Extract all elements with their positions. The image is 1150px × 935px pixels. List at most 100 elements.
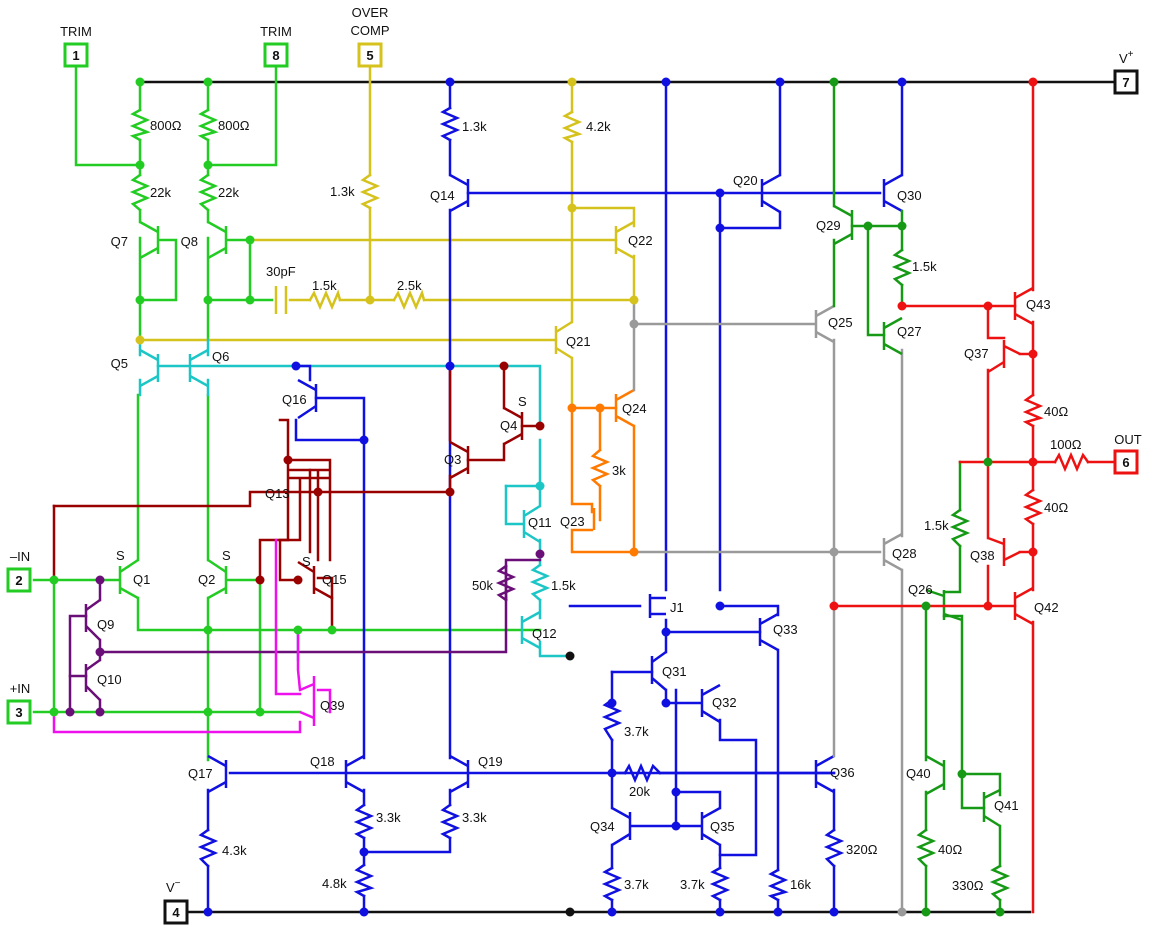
pin-vminus-4[interactable]: V− 4: [163, 878, 189, 925]
label-q13: Q13: [265, 486, 290, 501]
label-r21: 4.2k: [586, 119, 611, 134]
label-q16: Q16: [282, 392, 307, 407]
label-q41: Q41: [994, 798, 1019, 813]
label-r-q24: 3k: [612, 463, 626, 478]
label-q34: Q34: [590, 819, 615, 834]
transistor-q2: [207, 558, 228, 600]
pin-minus-in-2[interactable]: –IN 2: [6, 549, 32, 593]
transistor-q12: [520, 610, 541, 650]
tag-q1: S: [116, 548, 125, 563]
pin-out-6[interactable]: OUT 6: [1113, 432, 1142, 475]
transistor-q27: [882, 316, 903, 356]
transistor-q33: [758, 612, 779, 652]
resistor-16k: [767, 868, 789, 902]
net-input-trim: [32, 66, 542, 762]
label-r-comp1: 1.5k: [312, 278, 337, 293]
label-q9: Q9: [97, 617, 114, 632]
transistor-q3: [449, 440, 470, 480]
pin-trim-8-number: 8: [272, 48, 279, 63]
transistor-q10: [84, 658, 101, 701]
label-r8b: 22k: [218, 185, 239, 200]
label-q42: Q42: [1034, 600, 1059, 615]
resistor-4p3k: [197, 828, 219, 868]
transistor-q38: [987, 536, 1021, 566]
transistor-q35: [700, 806, 721, 847]
pin-trim-1-label: TRIM: [60, 24, 92, 39]
label-q38: Q38: [970, 548, 995, 563]
label-q40: Q40: [906, 766, 931, 781]
pin-plus-in-label: +IN: [10, 681, 31, 696]
label-q30: Q30: [897, 188, 922, 203]
resistor-1p5k-q30: [891, 248, 913, 287]
junction-dots: [49, 77, 1038, 917]
transistor-q32: [700, 683, 721, 724]
resistor-1p5k-q38: [949, 508, 971, 548]
transistor-q42: [1013, 586, 1034, 626]
label-r42: 40Ω: [1044, 500, 1068, 515]
label-q12: Q12: [532, 626, 557, 641]
transistor-q30: [882, 173, 903, 213]
pin-vminus-label: V−: [166, 878, 181, 895]
pin-vplus-7[interactable]: V+ 7: [1113, 49, 1139, 95]
transistor-q21: [554, 320, 573, 360]
tag-q15: S: [302, 554, 311, 569]
pin-vplus-label: V+: [1119, 49, 1134, 66]
transistor-q20: [760, 173, 781, 214]
jfet-j1: [648, 594, 666, 618]
label-q3: Q3: [444, 452, 461, 467]
transistor-q40: [925, 754, 946, 796]
label-q10: Q10: [97, 672, 122, 687]
pin-vminus-number: 4: [172, 905, 180, 920]
label-q32: Q32: [712, 695, 737, 710]
pin-vplus-label-text: V: [1119, 51, 1128, 66]
pin-minus-in-number: 2: [15, 573, 22, 588]
transistor-q43: [1013, 286, 1034, 326]
resistor-40-q42: [1022, 488, 1044, 526]
pin-vminus-label-text: V: [166, 880, 175, 895]
pin-plus-in-3[interactable]: +IN 3: [6, 681, 32, 725]
transistor-q9: [84, 598, 101, 641]
resistor-3p7k-q34: [601, 866, 623, 902]
pin-overcomp-label1: OVER: [352, 5, 389, 20]
label-q14: Q14: [430, 188, 455, 203]
net-darkgreen: [832, 80, 1002, 914]
capacitor-30pf: [274, 286, 288, 314]
transistor-q1: [118, 558, 139, 600]
net-purple: [68, 558, 542, 714]
pin-trim-8-label: TRIM: [260, 24, 292, 39]
transistor-q7: [139, 220, 160, 260]
transistor-q36: [814, 754, 835, 794]
label-r-q12a: 50k: [472, 578, 493, 593]
pin-minus-in-label: –IN: [10, 549, 30, 564]
label-q7: Q7: [111, 234, 128, 249]
label-q36: Q36: [830, 765, 855, 780]
label-r-20k: 20k: [629, 784, 650, 799]
label-q5: Q5: [111, 356, 128, 371]
resistor-3p7k-q35: [709, 866, 731, 902]
label-q15: Q15: [322, 572, 347, 587]
pin-plus-in-number: 3: [15, 705, 22, 720]
resistor-4p8k: [353, 863, 375, 898]
label-r17: 4.3k: [222, 843, 247, 858]
transistor-q34: [611, 806, 632, 847]
pin-trim-1[interactable]: TRIM 1: [60, 24, 92, 68]
label-r-q12b: 1.5k: [551, 578, 576, 593]
resistor-3p3k-q19: [439, 803, 461, 840]
transistor-q31: [650, 650, 667, 691]
label-q28: Q28: [892, 546, 917, 561]
label-q27: Q27: [897, 324, 922, 339]
transistor-q18: [344, 754, 365, 794]
resistor-20k: [623, 762, 662, 784]
label-q8: Q8: [181, 234, 198, 249]
resistor-40-q43: [1022, 393, 1044, 428]
label-q20: Q20: [733, 173, 758, 188]
net-red-output: [832, 80, 1117, 914]
transistor-q28: [882, 532, 903, 572]
label-r14: 1.3k: [462, 119, 487, 134]
pin-overcomp-5[interactable]: OVER COMP 5: [351, 5, 390, 68]
label-q25: Q25: [828, 315, 853, 330]
pin-trim-8[interactable]: TRIM 8: [260, 24, 292, 68]
transistor-q14: [449, 173, 470, 213]
label-r-out: 100Ω: [1050, 437, 1082, 452]
